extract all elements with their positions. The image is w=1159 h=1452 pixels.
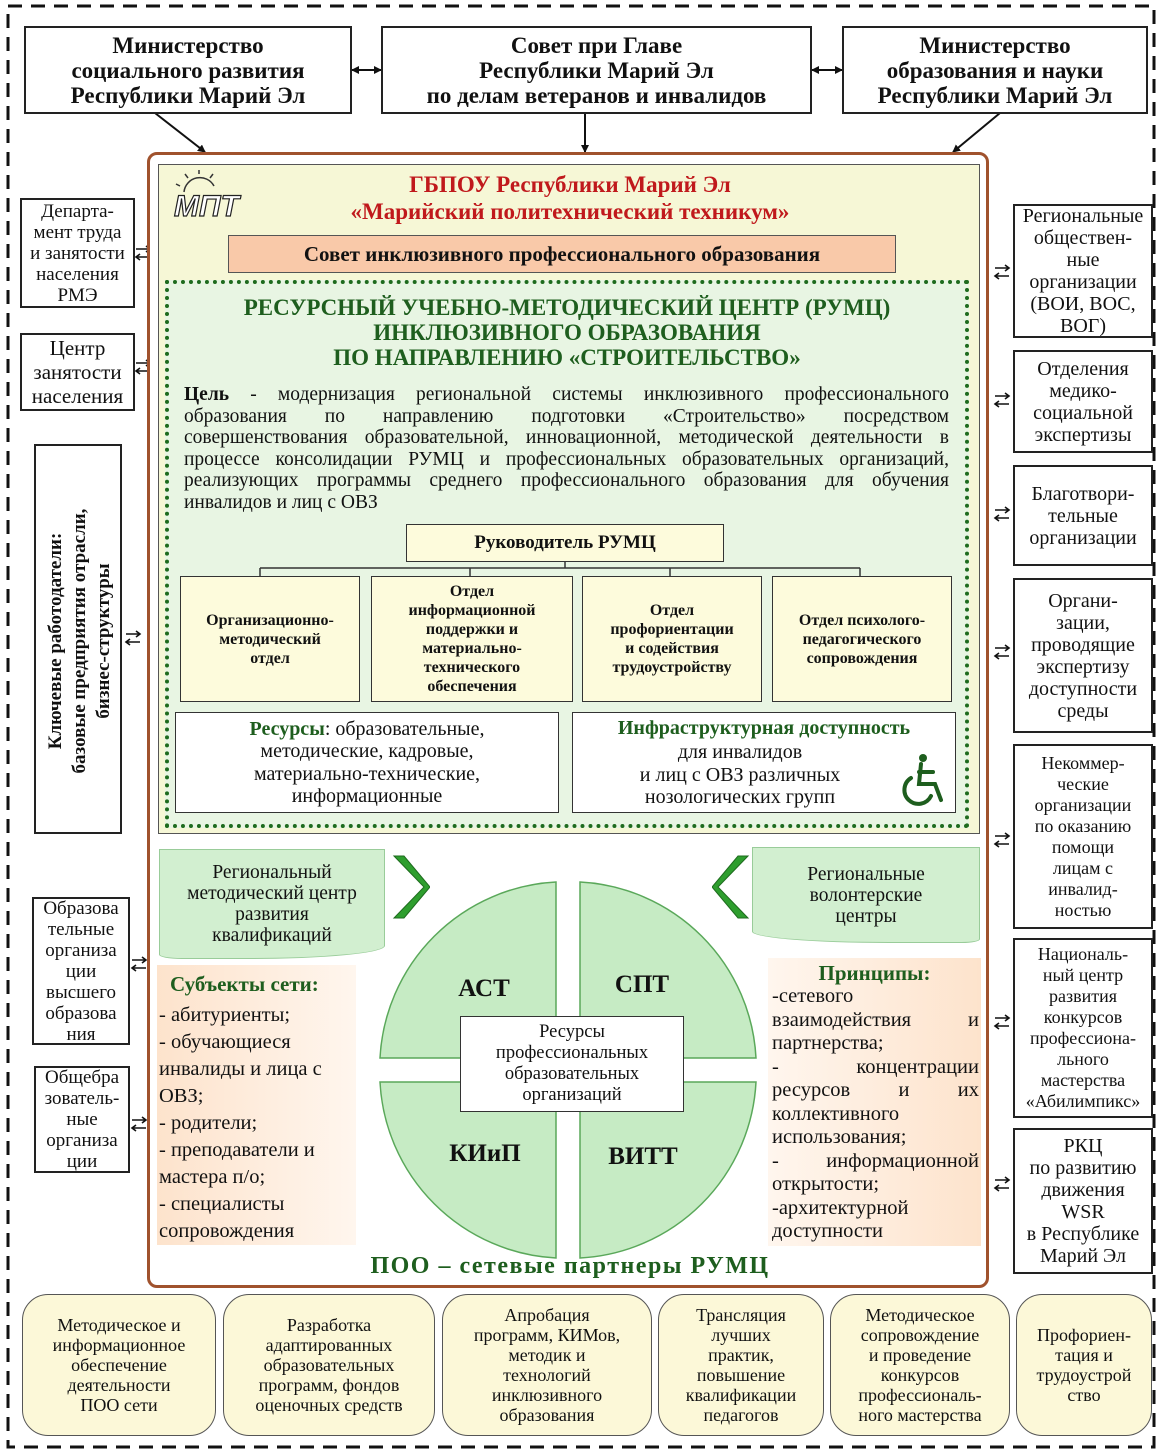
wsr-box: РКЦ по развитию движения WSR в Республик… xyxy=(1013,1128,1153,1274)
college-title: ГБПОУ Республики Марий Эл xyxy=(409,172,731,197)
activity-best-practices: Трансляция лучших практик, повышение ква… xyxy=(658,1294,824,1436)
rumc-goal: Цель - модернизация региональной системы… xyxy=(184,384,949,514)
resources-text: : образовательные, методические, кадровы… xyxy=(253,717,485,808)
abilympics-box: Националь- ный центр развития конкурсов … xyxy=(1013,938,1153,1118)
subjects-title: Субъекты сети: xyxy=(170,972,319,996)
chevron-left-icon xyxy=(712,855,750,919)
medical-box: Отделения медико- социальной экспертизы xyxy=(1013,350,1153,453)
chevron-right-icon xyxy=(392,855,430,919)
kiip-label: КИиП xyxy=(449,1140,521,1167)
activity-programs-development: Разработка адаптированных образовательны… xyxy=(223,1294,435,1436)
resources-center-box: Ресурсы профессиональных образовательных… xyxy=(460,1016,684,1112)
principles-title: Принципы: xyxy=(818,960,931,985)
arrow xyxy=(952,112,1001,153)
quadrant-vitt xyxy=(579,1081,757,1259)
dept-information: Отдел информационной поддержки и материа… xyxy=(371,576,573,702)
subjects-panel xyxy=(157,965,356,1245)
dept-psychology: Отдел психолого- педагогического сопрово… xyxy=(772,576,952,702)
activity-competitions: Методическое сопровождение и проведение … xyxy=(830,1294,1010,1436)
goal-label: Цель xyxy=(184,384,230,405)
nonprofit-box: Некоммер- ческие организации по оказанию… xyxy=(1013,744,1153,929)
resources-label: Ресурсы xyxy=(249,717,325,740)
arrow xyxy=(154,112,206,153)
infrastructure-text: для инвалидов и лиц с ОВЗ различных нозо… xyxy=(639,741,841,809)
network-circle xyxy=(379,881,757,1259)
network-footer: ПОО – сетевые партнеры РУМЦ xyxy=(370,1252,770,1279)
resources-box xyxy=(175,712,559,813)
college-subtitle: «Марийский политехнический техникум» xyxy=(350,199,790,224)
employers-box: Ключевые работодатели: базовые предприят… xyxy=(34,444,122,834)
regional-center-banner: Региональный методический центр развития… xyxy=(159,849,385,959)
activity-approbation: Апробация программ, КИМов, методик и тех… xyxy=(442,1294,652,1436)
dept-organizational: Организационно- методический отдел xyxy=(180,576,360,702)
ministry-social-box: Министерство социального развития Респуб… xyxy=(24,26,352,114)
rumc-title: РЕСУРСНЫЙ УЧЕБНО-МЕТОДИЧЕСКИЙ ЦЕНТР (РУМ… xyxy=(243,294,891,370)
goal-text: - модернизация региональной системы инкл… xyxy=(184,384,949,513)
subjects-list: - абитуриенты; - обучающиеся инвалиды и … xyxy=(159,1004,322,1242)
rumc-head-box: Руководитель РУМЦ xyxy=(406,524,724,562)
volunteer-centers-banner: Региональные волонтерские центры xyxy=(752,847,980,943)
ast-label: АСТ xyxy=(458,975,510,1002)
quadrant-ast xyxy=(379,881,557,1059)
logo-text: МПТ xyxy=(174,190,242,223)
activity-career-guidance: Профориен- тация и трудоустрой ство xyxy=(1016,1294,1152,1436)
spt-label: СПТ xyxy=(614,971,670,998)
general-ed-box: Общебра зователь- ные организа ции xyxy=(34,1066,130,1173)
public-orgs-box: Региональные обществен- ные организации … xyxy=(1013,204,1153,338)
principle-network: -сетевого взаимодействия и партнерства; xyxy=(772,985,979,1054)
employment-center-box: Центр занятости населения xyxy=(20,333,135,411)
exchange-symbols-right xyxy=(993,264,1011,1192)
charity-box: Благотвори- тельные организации xyxy=(1013,465,1153,566)
outer-dashed-border xyxy=(6,4,1156,1449)
dept-labor-box: Департа- мент труда и занятости населени… xyxy=(20,198,135,308)
principle-openness: - информационной открытости; xyxy=(772,1149,979,1196)
resources-text-block: Ресурсы: образовательные, методические, … xyxy=(178,715,556,810)
quadrant-kiip xyxy=(379,1081,557,1259)
council-veterans-box: Совет при Главе Республики Марий Эл по д… xyxy=(381,26,812,114)
inclusive-council-box: Совет инклюзивного профессионального обр… xyxy=(228,235,896,273)
infrastructure-box xyxy=(572,712,956,813)
wheelchair-icon xyxy=(902,754,943,806)
activity-methodical-support: Методическое и информационное обеспечени… xyxy=(22,1294,216,1436)
accessibility-box: Органи- зации, проводящие экспертизу дос… xyxy=(1013,578,1153,733)
vitt-label: ВИТТ xyxy=(608,1143,678,1170)
principle-concentration: - концентрации ресурсов и их коллективно… xyxy=(772,1055,979,1149)
infrastructure-label: Инфраструктурная доступность xyxy=(617,716,911,739)
college-logo: МПТ xyxy=(173,170,242,224)
dept-career: Отдел профориентации и содействия трудоу… xyxy=(582,576,762,702)
quadrant-spt xyxy=(579,881,757,1059)
principles-panel xyxy=(768,958,981,1246)
higher-ed-box: Образова тельные организа ции высшего об… xyxy=(32,897,130,1045)
principle-accessibility: -архитектурной доступности xyxy=(772,1196,909,1243)
ministry-education-box: Министерство образования и науки Республ… xyxy=(842,26,1148,114)
principles-list: -сетевого взаимодействия и партнерства; … xyxy=(772,985,979,1244)
